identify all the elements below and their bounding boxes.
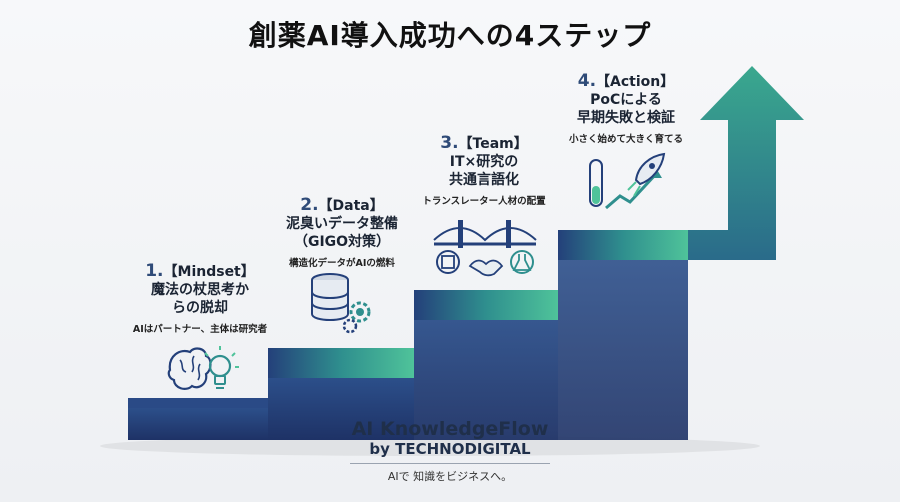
step-4-tread [558, 230, 688, 260]
step-2-riser [268, 378, 414, 440]
brand-tagline: AIで 知識をビジネスへ。 [387, 470, 513, 483]
step-1-block [128, 408, 268, 440]
step-4-riser [558, 260, 688, 440]
step-1-subtitle: AIはパートナー、主体は研究者 [132, 324, 268, 335]
step-3-title: IT×研究の 共通言語化 [449, 154, 519, 188]
growth-arrow [688, 66, 804, 260]
step-4-title: PoCによる 早期失敗と検証 [577, 92, 675, 126]
step-4-number: 4. [577, 71, 597, 91]
step-2-subtitle: 構造化データがAIの燃料 [289, 258, 395, 269]
database-gear-icon [311, 273, 371, 334]
step-2-title: 泥臭いデータ整備 （GIGO対策） [286, 216, 398, 250]
step-3-number: 3. [440, 133, 459, 153]
brain-bulb-icon [167, 346, 239, 390]
bridge-handshake-icon [433, 220, 537, 277]
step-2-number: 2. [300, 195, 319, 215]
step-1-tag: 【Mindset】 [163, 264, 255, 280]
step-4-tag: 【Action】 [596, 74, 675, 90]
step-4-label: 4.【Action】 PoCによる 早期失敗と検証 小さく始めて大きく育てる [546, 72, 706, 145]
step-1-label: 1.【Mindset】 魔法の杖思考か らの脱却 AIはパートナー、主体は研究者 [120, 262, 280, 335]
step-3-riser [414, 320, 558, 440]
step-3-tread [414, 290, 558, 320]
brand-divider [350, 463, 550, 464]
brand-block: AI KnowledgeFlow by TECHNODIGITAL AIで 知識… [330, 418, 570, 484]
step-2-label: 2.【Data】 泥臭いデータ整備 （GIGO対策） 構造化データがAIの燃料 [262, 196, 422, 269]
page-title: 創薬AI導入成功への4ステップ [248, 19, 652, 52]
step-3-tag: 【Team】 [458, 136, 528, 152]
step-2-tread [268, 348, 414, 378]
brand-name: AI KnowledgeFlow [351, 418, 549, 440]
step-2-tag: 【Data】 [318, 198, 384, 214]
flask-rocket-icon [589, 152, 666, 210]
step-1-title: 魔法の杖思考か らの脱却 [151, 282, 249, 316]
step-3-subtitle: トランスレーター人材の配置 [422, 196, 546, 207]
step-4-subtitle: 小さく始めて大きく育てる [568, 134, 683, 145]
brand-by: by TECHNODIGITAL [369, 440, 531, 458]
step-1-number: 1. [145, 261, 164, 281]
step-3-label: 3.【Team】 IT×研究の 共通言語化 トランスレーター人材の配置 [404, 134, 564, 207]
